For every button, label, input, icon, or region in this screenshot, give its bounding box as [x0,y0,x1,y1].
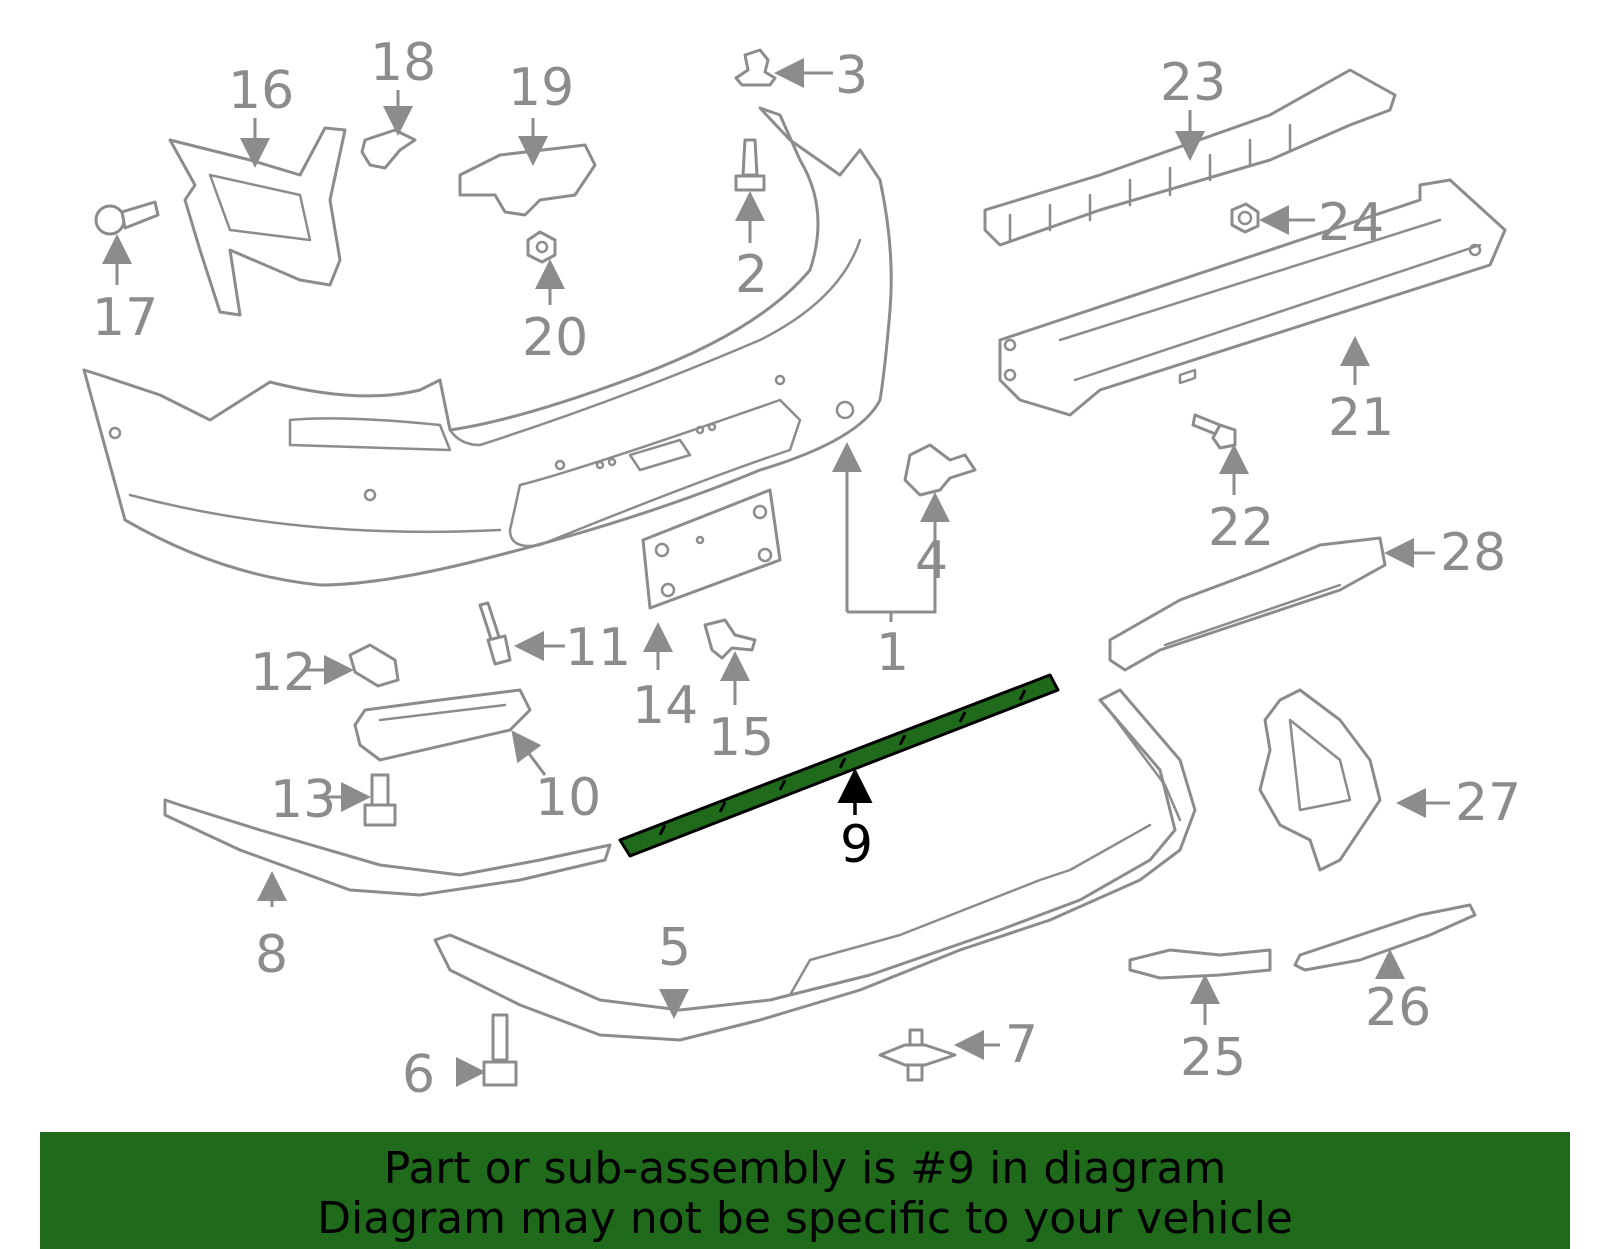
callout-7: 7 [1005,1015,1038,1075]
clip-7 [878,1028,957,1082]
callout-14: 14 [632,676,698,736]
callout-11: 11 [565,618,631,678]
callout-16: 16 [228,61,294,121]
bolt-17 [94,200,160,236]
bumper-cover [82,106,893,587]
callout-13: 13 [270,770,336,830]
bolt-22 [1191,413,1237,450]
clip-12 [348,643,400,688]
reinforcement-bar-21 [998,178,1507,417]
callout-25: 25 [1180,1028,1246,1088]
callout-5: 5 [658,918,691,978]
reflector-25 [1128,948,1272,980]
lower-diffuser-5 [433,688,1197,1042]
callout-23: 23 [1160,53,1226,113]
callout-20: 20 [522,308,588,368]
screw-2 [734,138,766,192]
callout-9: 9 [840,815,873,875]
push-clip-18 [360,128,417,170]
bolt-6 [482,1013,518,1087]
callout-24: 24 [1318,193,1384,253]
nut-20 [526,230,557,264]
parts-diagram: 1 2 3 4 5 6 7 8 10 11 12 13 14 15 16 17 … [82,33,1521,1105]
callout-17: 17 [92,288,158,348]
callout-1: 1 [876,623,909,683]
callout-2: 2 [735,245,768,305]
trim-strip-8 [163,798,612,897]
callout-8: 8 [255,925,288,985]
rivet-11 [478,601,512,666]
license-plate-bracket [641,488,782,610]
callout-28: 28 [1440,523,1506,583]
banner-line-2: Diagram may not be specific to your vehi… [317,1193,1293,1244]
callout-22: 22 [1208,498,1274,558]
callout-labels: 1 2 3 4 5 6 7 8 10 11 12 13 14 15 16 17 … [92,33,1521,1105]
reflector-bracket-10 [353,688,532,762]
callout-6: 6 [402,1045,435,1105]
bolt-13 [363,773,397,827]
callout-4: 4 [915,531,948,591]
callout-15: 15 [708,708,774,768]
bracket-19 [458,143,597,217]
callout-arrows [102,58,1450,1087]
callout-21: 21 [1328,388,1394,448]
banner-line-1: Part or sub-assembly is #9 in diagram [383,1143,1227,1194]
callout-3: 3 [835,46,868,106]
callout-19: 19 [508,58,574,118]
bracket-27 [1258,688,1382,872]
side-bracket-left [168,126,347,317]
clip-3 [734,48,777,87]
info-banner: Part or sub-assembly is #9 in diagram Di… [40,1132,1570,1249]
clip-15 [703,618,757,660]
callout-12: 12 [250,643,316,703]
absorber-28 [1108,536,1387,672]
callout-26: 26 [1365,978,1431,1038]
nut-24 [1230,202,1260,234]
highlighted-part-9 [618,673,1060,858]
reflector-26 [1293,903,1477,972]
callout-27: 27 [1455,773,1521,833]
sensor-bracket-4 [903,443,977,497]
callout-10: 10 [535,768,601,828]
callout-18: 18 [370,33,436,93]
